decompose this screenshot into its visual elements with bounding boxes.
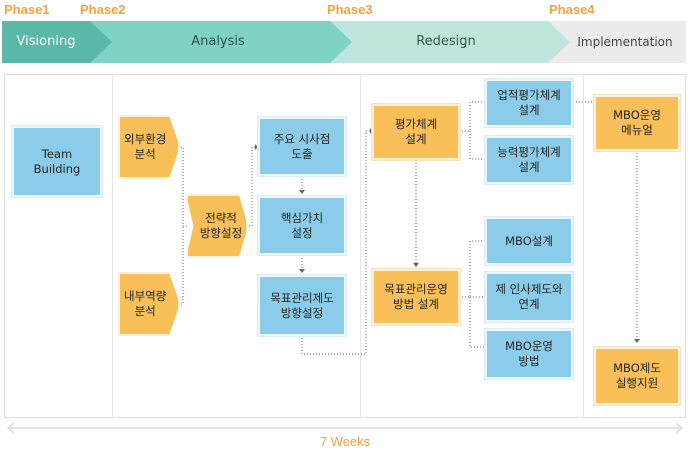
phase4-label: Phase4 (549, 2, 595, 17)
performance-evaluation-box: 업적평가체계 설계 (485, 79, 573, 127)
key-issues-box: 주요 시사점 도출 (258, 117, 346, 176)
chevron-implementation (544, 21, 686, 63)
phase1-name: Visioning (16, 34, 76, 49)
mbo-design-box: MBO설계 (485, 217, 573, 265)
team-building-box: Team Building (12, 126, 102, 197)
chevron-visioning (2, 21, 112, 63)
phase-chevron-banner (2, 21, 686, 63)
mbo-support-box: MBO제도 실행지원 (594, 347, 680, 405)
phase3-name: Redesign (416, 34, 476, 49)
duration-label: 7 Weeks (319, 434, 371, 449)
phase-divider-1 (112, 74, 113, 418)
chevron-redesign (318, 21, 570, 63)
internal-capability-box: 내부역량 분석 (118, 272, 180, 336)
mbo-manual-box: MBO운영 메뉴얼 (594, 95, 680, 151)
phase4-name: Implementation (577, 35, 673, 49)
phase-divider-3 (583, 74, 584, 418)
phase3-label: Phase3 (327, 2, 373, 17)
phase1-label: Phase1 (4, 2, 50, 17)
phase-divider-2 (360, 74, 361, 418)
phase2-name: Analysis (191, 34, 245, 49)
hr-linkage-box: 제 인사제도와 연계 (485, 272, 573, 322)
competency-evaluation-box: 능력평가체계 설계 (485, 136, 573, 184)
phase2-label: Phase2 (80, 2, 126, 17)
mbo-operation-method-box: MBO운영 방법 (485, 329, 573, 379)
objective-management-box: 목표관리제도 방향설정 (258, 275, 346, 336)
external-environment-box: 외부환경 분석 (118, 115, 180, 179)
duration-arrow-left (6, 422, 15, 434)
evaluation-system-box: 평가체계 설계 (372, 104, 460, 160)
duration-arrow-right (675, 422, 684, 434)
chevron-analysis (84, 21, 352, 63)
objective-operation-box: 목표관리운영 방법 설계 (372, 269, 460, 325)
strategic-direction-box: 전략적 방향설정 (186, 194, 248, 258)
core-values-box: 핵심가치 설정 (258, 196, 346, 255)
